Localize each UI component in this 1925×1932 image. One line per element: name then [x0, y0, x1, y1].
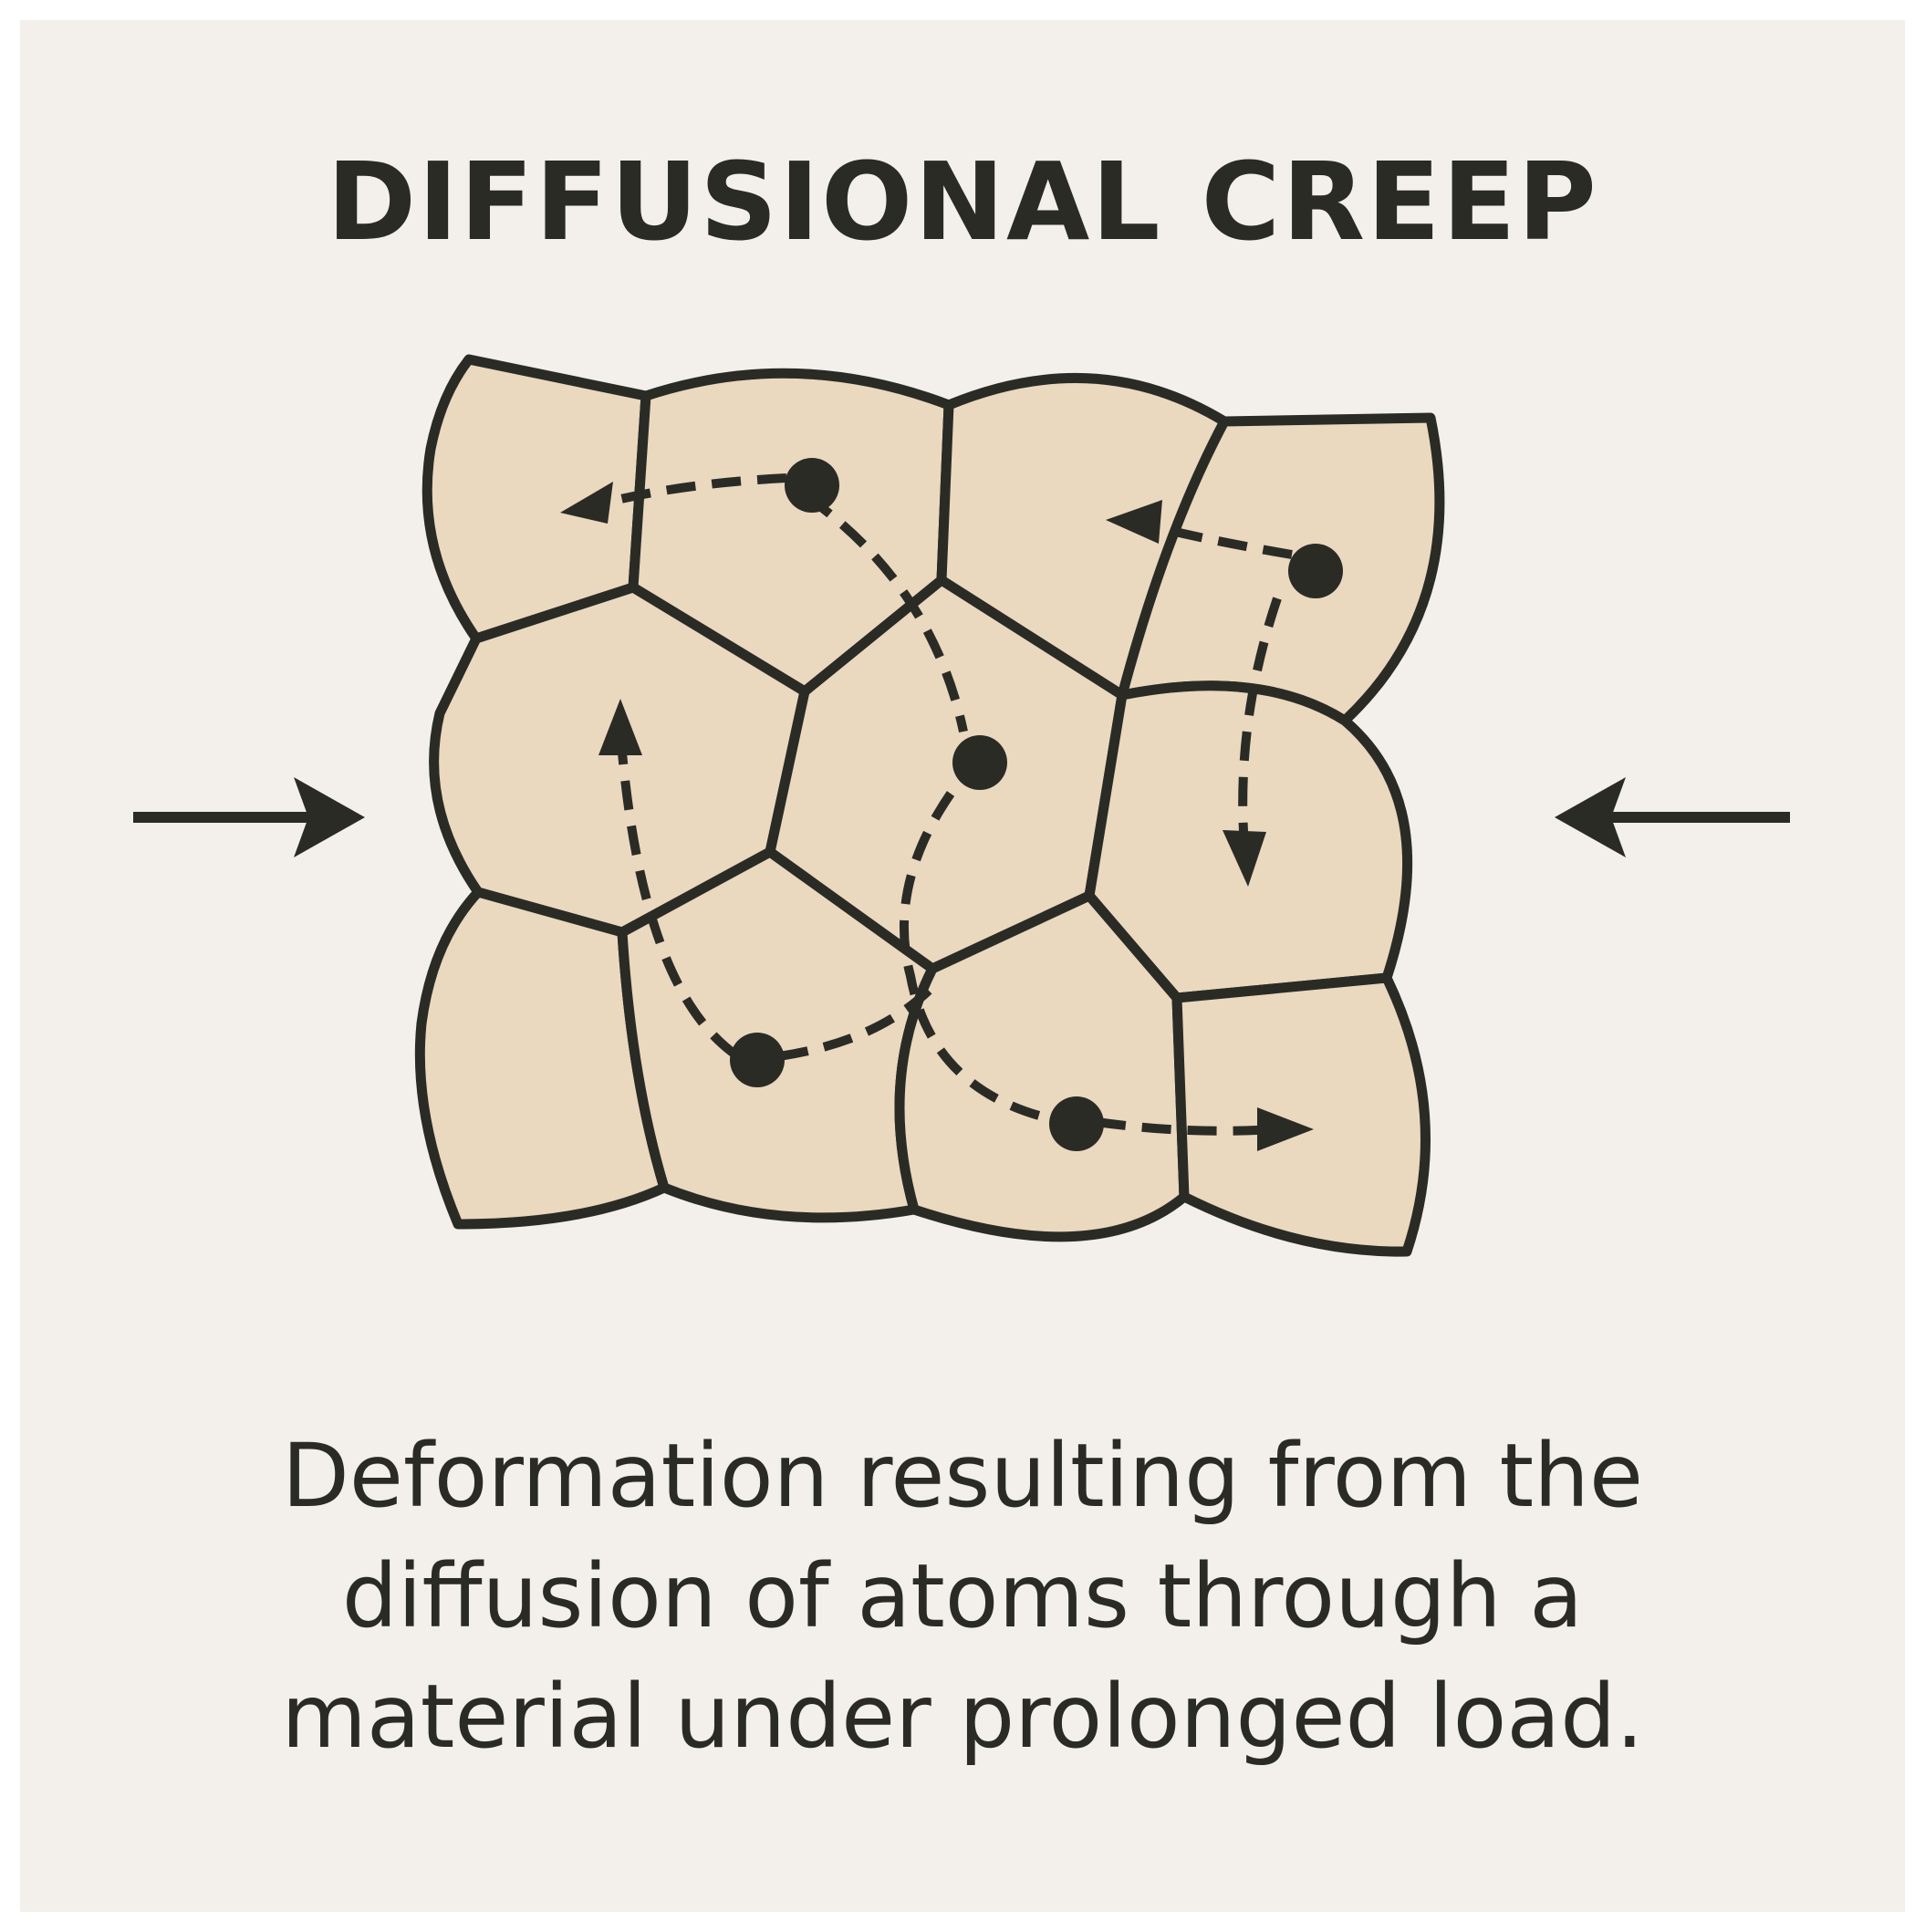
- grain-structure: [414, 354, 1445, 1257]
- atom: [785, 458, 839, 513]
- page-title: DIFFUSIONAL CREEP: [327, 139, 1598, 265]
- diffusion-paths: [593, 473, 1293, 1136]
- arrow-right-icon-head: [294, 777, 365, 857]
- diffusion-arrowheads: [560, 482, 1314, 1151]
- diffusion-path: [1096, 1117, 1275, 1136]
- arrow-left-icon-head: [1555, 777, 1626, 857]
- atom: [1288, 544, 1343, 598]
- arrowhead: [1106, 500, 1162, 544]
- diffusion-path: [778, 983, 936, 1061]
- diffusion-path: [804, 492, 968, 733]
- arrowhead: [1257, 1107, 1314, 1151]
- caption-line-2: diffusion of atoms through a: [341, 1545, 1584, 1647]
- atom: [730, 1033, 785, 1087]
- atoms: [730, 458, 1343, 1151]
- grain: [421, 354, 651, 644]
- load-arrow-right: [1555, 777, 1790, 857]
- atom: [1049, 1096, 1104, 1151]
- arrowhead: [598, 699, 642, 755]
- description-caption: Deformation resulting from the diffusion…: [20, 1416, 1905, 1777]
- atom: [952, 735, 1007, 790]
- diffusional-creep-diagram: [133, 354, 1790, 1257]
- load-arrow-left: [133, 777, 365, 857]
- arrowhead: [560, 482, 613, 524]
- grain: [894, 890, 1190, 1242]
- arrowhead: [1223, 830, 1266, 887]
- diffusion-path: [593, 473, 787, 510]
- caption-line-1: Deformation resulting from the: [281, 1425, 1644, 1527]
- diagram-card: DIFFUSIONAL CREEP: [20, 20, 1905, 1912]
- diffusion-path: [899, 791, 1067, 1127]
- diffusion-path: [616, 731, 738, 1059]
- caption-line-3: material under prolonged load.: [281, 1666, 1644, 1768]
- grain: [1171, 972, 1431, 1257]
